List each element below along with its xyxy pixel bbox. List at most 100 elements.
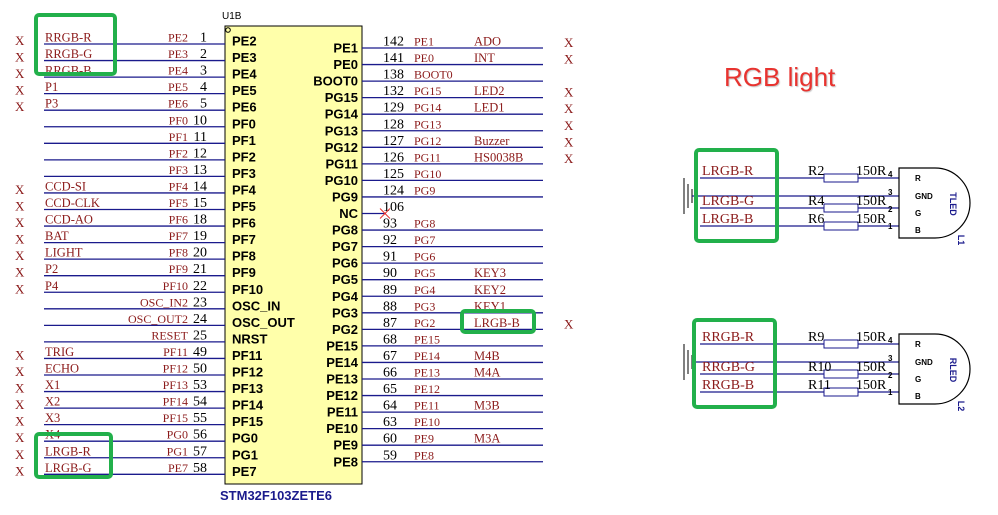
- no-connect-x: X: [15, 83, 25, 98]
- nc-cross-b: [379, 208, 391, 219]
- net-label: P2: [45, 262, 58, 276]
- pin-name: PF5: [232, 199, 256, 214]
- port-label: PF10: [163, 279, 188, 293]
- pin-number: 2: [200, 47, 207, 62]
- pin-name: PE4: [232, 67, 257, 82]
- net-label: M4B: [474, 349, 500, 363]
- no-connect-x: X: [564, 316, 574, 331]
- pin-number: 138: [383, 68, 404, 83]
- pin-name: PE12: [326, 388, 358, 403]
- no-connect-x: X: [15, 182, 25, 197]
- diagram-title: RGB light: [724, 62, 836, 92]
- port-label: OSC_OUT2: [128, 312, 188, 326]
- pin-number: 50: [193, 362, 207, 377]
- pin-name: PF8: [232, 249, 256, 264]
- highlight-boxes: [34, 13, 779, 479]
- pin-name: PF14: [232, 398, 264, 413]
- lrgb-highlight-box: [34, 432, 113, 479]
- net-label: INT: [474, 51, 495, 65]
- resistor-body: [823, 339, 859, 349]
- pin-name: PF10: [232, 282, 263, 297]
- pin-name: PE14: [326, 355, 359, 370]
- port-label: PG7: [414, 233, 435, 247]
- port-label: PF9: [169, 262, 188, 276]
- pin-name: PF12: [232, 365, 263, 380]
- port-label: PF12: [163, 362, 188, 376]
- pin-number: 90: [383, 266, 397, 281]
- pin-name: PG9: [332, 189, 358, 204]
- port-label: PE4: [168, 64, 188, 78]
- no-connect-x: X: [564, 35, 574, 50]
- net-label: LED2: [474, 84, 505, 98]
- no-connect-x: X: [15, 248, 25, 263]
- pin-name: PG2: [332, 322, 358, 337]
- pin-name: BOOT0: [313, 74, 358, 89]
- pin-name: PG15: [325, 90, 358, 105]
- port-label: PF15: [163, 411, 188, 425]
- port-label: PG10: [414, 167, 441, 181]
- pin-name: PE13: [326, 372, 358, 387]
- pin-number: 67: [383, 349, 397, 364]
- net-label: Buzzer: [474, 134, 510, 148]
- led-pin-label: G: [915, 375, 921, 384]
- port-label: PE1: [414, 35, 434, 49]
- no-connect-x: X: [564, 101, 574, 116]
- pin-name: PE6: [232, 100, 257, 115]
- net-label: CCD-CLK: [45, 196, 100, 210]
- pin-number: 1: [200, 31, 207, 46]
- pin-name: PF2: [232, 149, 256, 164]
- resistor-value: 150R: [856, 360, 887, 375]
- port-label: PF11: [163, 345, 188, 359]
- led-pin-number: 3: [888, 354, 893, 363]
- pin-name: PG6: [332, 256, 358, 271]
- mcu-part-number: STM32F103ZETE6: [220, 488, 332, 503]
- resistor-value: 150R: [856, 164, 887, 179]
- port-label: PF8: [169, 246, 188, 260]
- port-label: PG14: [414, 101, 441, 115]
- led-pin-label: GND: [915, 192, 933, 201]
- resistor-ref: R9: [808, 330, 824, 345]
- net-label: RRGB-R: [702, 330, 755, 345]
- pin-number: 128: [383, 117, 404, 132]
- port-label: RESET: [151, 328, 188, 342]
- led-pin-label: R: [915, 340, 921, 349]
- pin-number: 54: [193, 395, 207, 410]
- pin-name: PE8: [333, 454, 358, 469]
- no-connect-x: X: [15, 364, 25, 379]
- led-pin-label: B: [915, 392, 921, 401]
- resistor-body: [823, 203, 859, 213]
- resistor-value: 150R: [856, 378, 887, 393]
- pin-name: PF9: [232, 265, 256, 280]
- no-connect-x: X: [15, 199, 25, 214]
- pin1-dot: [225, 27, 231, 33]
- pin-number: 91: [383, 250, 397, 265]
- net-label: BAT: [45, 229, 69, 243]
- pin-name: PE0: [333, 57, 358, 72]
- pin-number: 12: [193, 146, 207, 161]
- port-label: PG15: [414, 84, 441, 98]
- port-label: PE6: [168, 97, 188, 111]
- led-pin-label: G: [915, 209, 921, 218]
- port-label: PG8: [414, 217, 435, 231]
- pin-name: PF4: [232, 182, 257, 197]
- led-body: [898, 167, 971, 239]
- pin-name: PG10: [325, 173, 358, 188]
- led-body: [898, 333, 971, 405]
- port-label: PE2: [168, 31, 188, 45]
- mcu-ref: U1B: [222, 11, 242, 22]
- pin-number: 141: [383, 51, 404, 66]
- pin-number: 126: [383, 150, 404, 165]
- port-label: PF1: [169, 130, 188, 144]
- pin-name: PF7: [232, 232, 256, 247]
- pin-number: 132: [383, 84, 404, 99]
